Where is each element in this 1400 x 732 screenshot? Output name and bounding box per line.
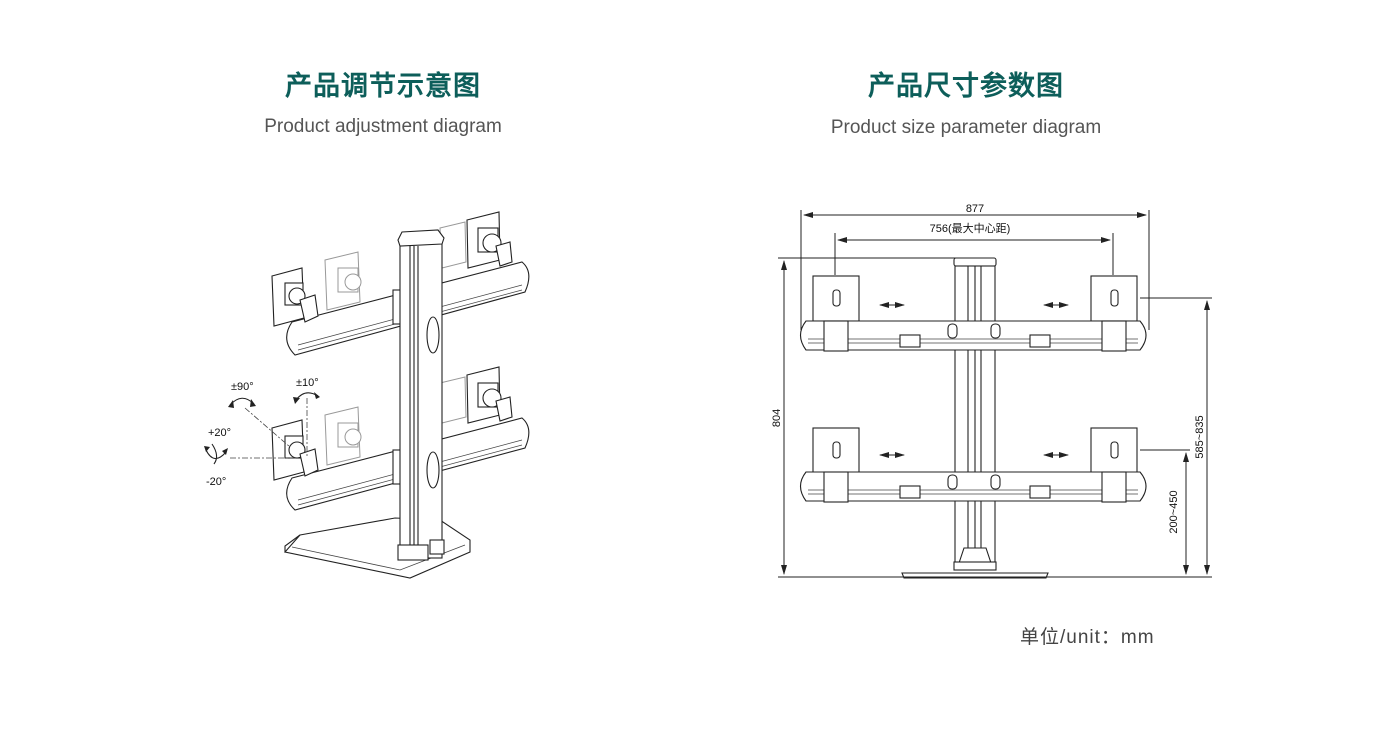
center-pole-front — [953, 257, 997, 567]
center-distance-label: 756(最大中心距) — [930, 221, 1011, 235]
unit-label: 单位/unit：mm — [1020, 627, 1155, 648]
lower-right-mount — [439, 366, 513, 424]
width-dimensions: 877 756(最大中心距) — [800, 203, 1150, 330]
lower-arm-assembly — [799, 427, 1147, 503]
lower-ghost-mount — [324, 406, 362, 466]
dimension-diagram: 877 756(最大中心距) — [771, 203, 1212, 579]
rotate-down-label: -20° — [206, 476, 226, 488]
left-panel-subtitle: Product adjustment diagram — [264, 116, 502, 137]
adjustment-annotations: ±90° ±10° +20° -20° — [204, 377, 320, 488]
base-front — [901, 547, 1049, 579]
center-pole — [397, 229, 445, 561]
lower-height-range-label: 200~450 — [1168, 490, 1180, 533]
height-dimensions: 804 585~835 200~450 — [771, 257, 1212, 578]
upper-ghost-mount — [324, 251, 362, 311]
right-panel-subtitle: Product size parameter diagram — [830, 117, 1102, 138]
upper-right-mount — [439, 211, 513, 269]
right-panel-title: 产品尺寸参数图 — [868, 71, 1064, 101]
rotate-arrow-icon — [205, 443, 227, 465]
lower-left-mount — [271, 419, 319, 481]
swivel-angle-label: ±90° — [231, 381, 254, 393]
upper-arm-assembly — [799, 275, 1147, 352]
overall-width-label: 877 — [966, 203, 984, 215]
overall-height-label: 804 — [771, 409, 783, 427]
left-panel-title: 产品调节示意图 — [285, 71, 481, 101]
adjustment-diagram: ±90° ±10° +20° -20° — [204, 211, 530, 579]
rotate-up-label: +20° — [208, 427, 231, 439]
upper-height-range-label: 585~835 — [1194, 415, 1206, 458]
tilt-angle-label: ±10° — [296, 377, 319, 389]
upper-left-mount — [271, 267, 319, 327]
